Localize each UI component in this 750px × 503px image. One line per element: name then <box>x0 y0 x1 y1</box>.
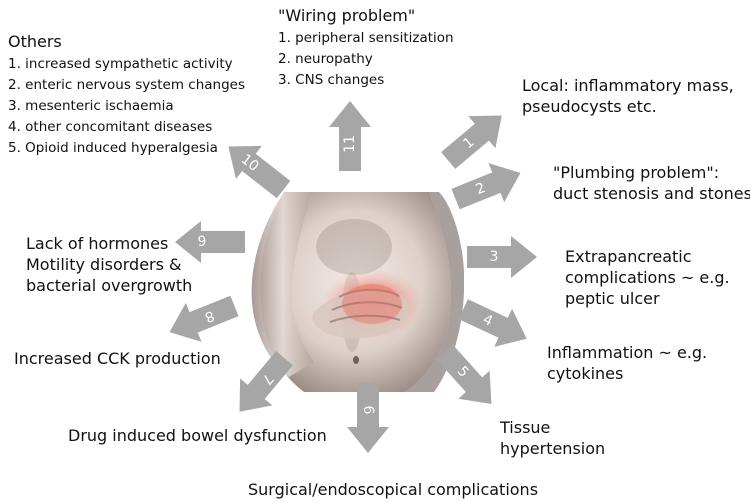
label-inflammation: Inflammation ~ e.g. cytokines <box>547 342 707 384</box>
others-item: 3. mesenteric ischaemia <box>8 98 174 114</box>
arrow-shape <box>458 299 527 347</box>
label-hormones-line: bacterial overgrowth <box>26 276 193 295</box>
others-item: 2. enteric nervous system changes <box>8 77 246 93</box>
arrow-8: 8 <box>169 295 239 342</box>
label-plumbing-line: duct stenosis and stones <box>553 184 750 203</box>
arrow-shape <box>228 145 291 199</box>
arrow-shape <box>239 351 293 412</box>
label-cck-line: Increased CCK production <box>14 349 221 368</box>
others-list: Others 1. increased sympathetic activity… <box>8 30 245 159</box>
arrow-6: 6 <box>347 383 389 453</box>
arrow-shape <box>169 295 239 342</box>
label-drug-induced: Drug induced bowel dysfunction <box>68 425 327 446</box>
arrow-9: 9 <box>175 221 245 263</box>
label-tissue-line: hypertension <box>500 439 606 458</box>
arrow-number: 11 <box>342 135 358 153</box>
arrow-10: 10 <box>228 145 291 199</box>
label-extrapancreatic-line: complications ~ e.g. <box>565 268 730 287</box>
others-item: 1. increased sympathetic activity <box>8 56 233 72</box>
label-cck: Increased CCK production <box>14 348 221 369</box>
wiring-problem-title: "Wiring problem" <box>278 6 416 25</box>
label-inflammation-line: cytokines <box>547 364 624 383</box>
arrow-11: 11 <box>329 101 371 171</box>
label-extrapancreatic: Extrapancreatic complications ~ e.g. pep… <box>565 246 730 309</box>
arrow-shape <box>436 344 492 405</box>
arrow-2: 2 <box>451 163 521 210</box>
label-drug-line: Drug induced bowel dysfunction <box>68 426 327 445</box>
wiring-problem-item: 2. neuropathy <box>278 51 373 67</box>
label-tissue-hypertension: Tissue hypertension <box>500 417 605 459</box>
others-title: Others <box>8 32 62 51</box>
arrow-1: 1 <box>441 115 502 169</box>
label-surgical-line: Surgical/endoscopical complications <box>248 480 539 499</box>
label-plumbing: "Plumbing problem": duct stenosis and st… <box>553 162 750 204</box>
arrow-3: 3 <box>467 236 537 278</box>
arrow-shape <box>347 383 389 453</box>
arrow-4: 4 <box>458 299 527 347</box>
label-extrapancreatic-line: Extrapancreatic <box>565 247 692 266</box>
arrow-shape <box>467 236 537 278</box>
label-inflammation-line: Inflammation ~ e.g. <box>547 343 708 362</box>
label-local-line: pseudocysts etc. <box>522 97 657 116</box>
arrow-shape <box>329 101 371 171</box>
others-item: 4. other concomitant diseases <box>8 119 213 135</box>
label-tissue-line: Tissue <box>500 418 551 437</box>
label-plumbing-line: "Plumbing problem": <box>553 163 720 182</box>
label-hormones-motility: Lack of hormones Motility disorders & ba… <box>26 233 192 296</box>
label-local-line: Local: inflammatory mass, <box>522 76 734 95</box>
others-item: 5. Opioid induced hyperalgesia <box>8 140 218 156</box>
abdominal-pain-torso-photo-icon <box>244 192 464 392</box>
arrow-shape <box>441 115 502 169</box>
label-surgical: Surgical/endoscopical complications <box>248 479 538 500</box>
arrow-shape <box>175 221 245 263</box>
arrow-shape <box>451 163 521 210</box>
arrow-number: 6 <box>360 406 376 415</box>
arrow-number: 3 <box>490 249 499 265</box>
label-extrapancreatic-line: peptic ulcer <box>565 289 660 308</box>
label-local: Local: inflammatory mass, pseudocysts et… <box>522 75 734 117</box>
arrow-7: 7 <box>239 351 293 412</box>
label-hormones-line: Motility disorders & <box>26 255 182 274</box>
label-hormones-line: Lack of hormones <box>26 234 169 253</box>
arrow-number: 9 <box>198 234 207 250</box>
wiring-problem-list: "Wiring problem" 1. peripheral sensitiza… <box>278 4 454 91</box>
wiring-problem-item: 3. CNS changes <box>278 72 385 88</box>
wiring-problem-item: 1. peripheral sensitization <box>278 30 454 46</box>
arrow-5: 5 <box>436 344 492 405</box>
